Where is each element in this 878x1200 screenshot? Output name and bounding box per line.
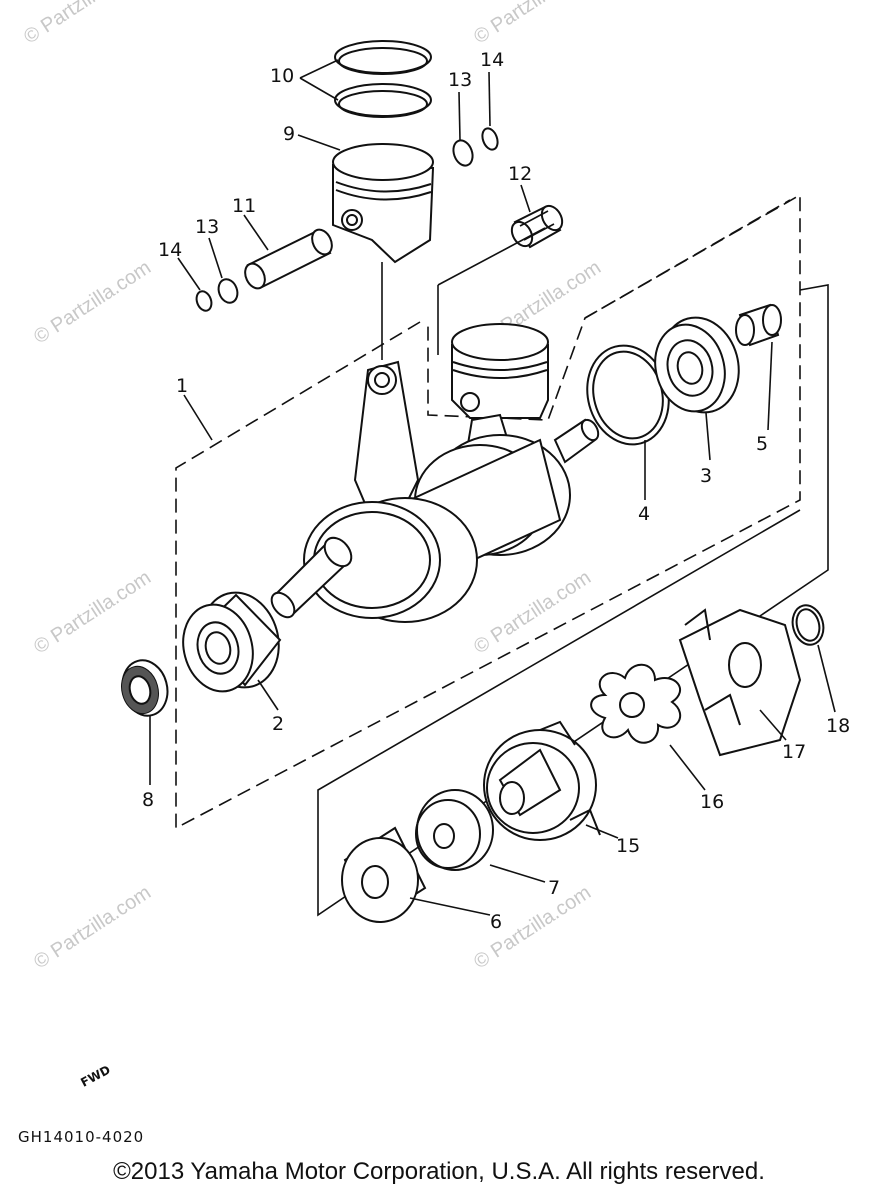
leader-lines: [149, 59, 836, 916]
fwd-label: FWD: [78, 1063, 112, 1090]
callout-6: 6: [490, 911, 502, 933]
callout-7: 7: [548, 877, 560, 899]
callout-5: 5: [756, 433, 768, 455]
circlip: [481, 127, 499, 151]
collar: [735, 303, 782, 347]
spacer: [415, 789, 494, 871]
damper: [590, 663, 682, 744]
washer: [217, 278, 239, 304]
washer: [452, 139, 474, 167]
crankshaft-assembly-boundary: [584, 199, 791, 319]
callout-9: 9: [283, 123, 295, 145]
main-bearing-rear: [654, 316, 740, 414]
shim: [791, 604, 825, 646]
callout-14: 14: [158, 239, 182, 261]
main-bearing-front: [182, 591, 282, 693]
callout-16: 16: [700, 791, 724, 813]
callout-2: 2: [272, 713, 284, 735]
piston-rings: [334, 40, 432, 118]
callout-17: 17: [782, 741, 806, 763]
callout-11: 11: [232, 195, 256, 217]
callout-12: 12: [508, 163, 532, 185]
copyright-notice: ©2013 Yamaha Motor Corporation, U.S.A. A…: [113, 1158, 765, 1185]
callout-3: 3: [700, 465, 712, 487]
crankshaft: [270, 323, 600, 623]
callout-4: 4: [638, 503, 650, 525]
callout-14: 14: [480, 49, 504, 71]
piston: [332, 143, 435, 264]
callout-8: 8: [142, 789, 154, 811]
piston-pin: [244, 228, 333, 290]
callout-13: 13: [195, 216, 219, 238]
callout-1: 1: [176, 375, 188, 397]
collar-coupling: [341, 826, 427, 923]
coupling-half-front: [483, 720, 601, 841]
shim: [795, 608, 821, 642]
callout-10: 10: [270, 65, 294, 87]
circlip: [195, 290, 213, 312]
callout-15: 15: [616, 835, 640, 857]
forward-arrow-icon: FWD: [78, 1063, 112, 1090]
diagram-code: GH14010-4020: [18, 1128, 145, 1146]
callout-18: 18: [826, 715, 850, 737]
oil-seal: [121, 659, 169, 717]
callout-13: 13: [448, 69, 472, 91]
coupling-half-rear: [678, 608, 802, 757]
